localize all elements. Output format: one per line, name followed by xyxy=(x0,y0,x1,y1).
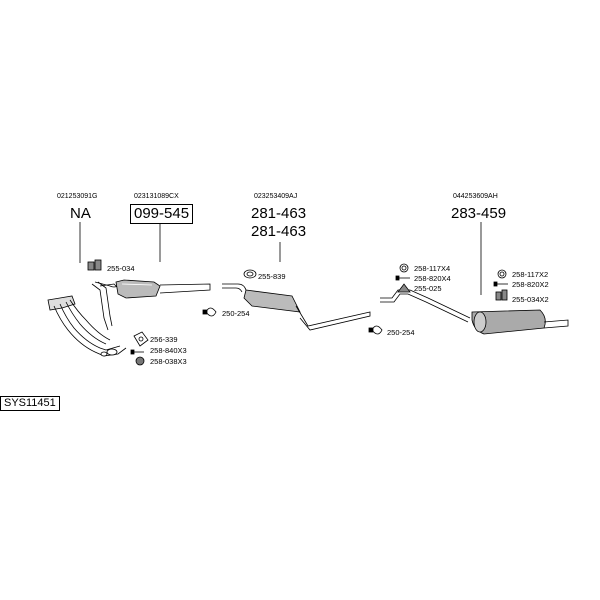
label-250-254-b[interactable]: 250-254 xyxy=(387,328,415,337)
label-250-254-a[interactable]: 250-254 xyxy=(222,309,250,318)
oem-number-1: 021253091G xyxy=(57,193,98,200)
system-code: SYS11451 xyxy=(0,396,60,411)
ring-icon-258-117X4 xyxy=(399,263,409,273)
label-255-034X2[interactable]: 255-034X2 xyxy=(512,295,549,304)
bolt-icon-258-840X3 xyxy=(130,349,144,355)
oem-number-3: 023253409AJ xyxy=(254,193,298,200)
part-number-281-463-second[interactable]: 281-463 xyxy=(251,223,307,240)
label-258-117X2[interactable]: 258-117X2 xyxy=(512,270,549,279)
part-number-283-459[interactable]: 283-459 xyxy=(451,205,507,222)
label-258-117X4[interactable]: 258-117X4 xyxy=(414,264,451,273)
clamp-icon-250-254-a xyxy=(202,307,217,317)
label-258-820X2[interactable]: 258-820X2 xyxy=(512,280,549,289)
hanger-icon-255-034 xyxy=(87,259,102,271)
bolt-icon-258-820X4 xyxy=(395,275,410,281)
catalytic-converter xyxy=(99,279,211,299)
exhaust-manifold xyxy=(47,281,127,357)
nut-icon-258-038X3 xyxy=(135,356,145,366)
ring-icon-255-839 xyxy=(243,269,257,279)
label-258-820X4[interactable]: 258-820X4 xyxy=(414,274,451,283)
oem-number-4: 044253609AH xyxy=(453,193,498,200)
label-255-034[interactable]: 255-034 xyxy=(107,264,135,273)
part-number-281-463[interactable]: 281-463 xyxy=(251,205,307,222)
part-number-099-545[interactable]: 099-545 xyxy=(130,204,194,224)
label-258-038X3[interactable]: 258-038X3 xyxy=(150,357,187,366)
front-silencer xyxy=(222,283,371,331)
ring-icon-258-117X2 xyxy=(497,269,507,279)
hanger-icon-255-025 xyxy=(397,283,411,293)
part-number-na[interactable]: NA xyxy=(70,205,91,222)
label-256-339[interactable]: 256-339 xyxy=(150,335,178,344)
label-255-839[interactable]: 255-839 xyxy=(258,272,286,281)
bolt-icon-258-820X2 xyxy=(493,281,508,287)
gasket-icon-256-339 xyxy=(133,331,149,347)
clamp-icon-250-254-b xyxy=(368,325,383,335)
label-258-840X3[interactable]: 258-840X3 xyxy=(150,346,187,355)
label-255-025[interactable]: 255-025 xyxy=(414,284,442,293)
hanger-icon-255-034X2 xyxy=(495,289,508,301)
oem-number-2: 023131089CX xyxy=(134,193,179,200)
